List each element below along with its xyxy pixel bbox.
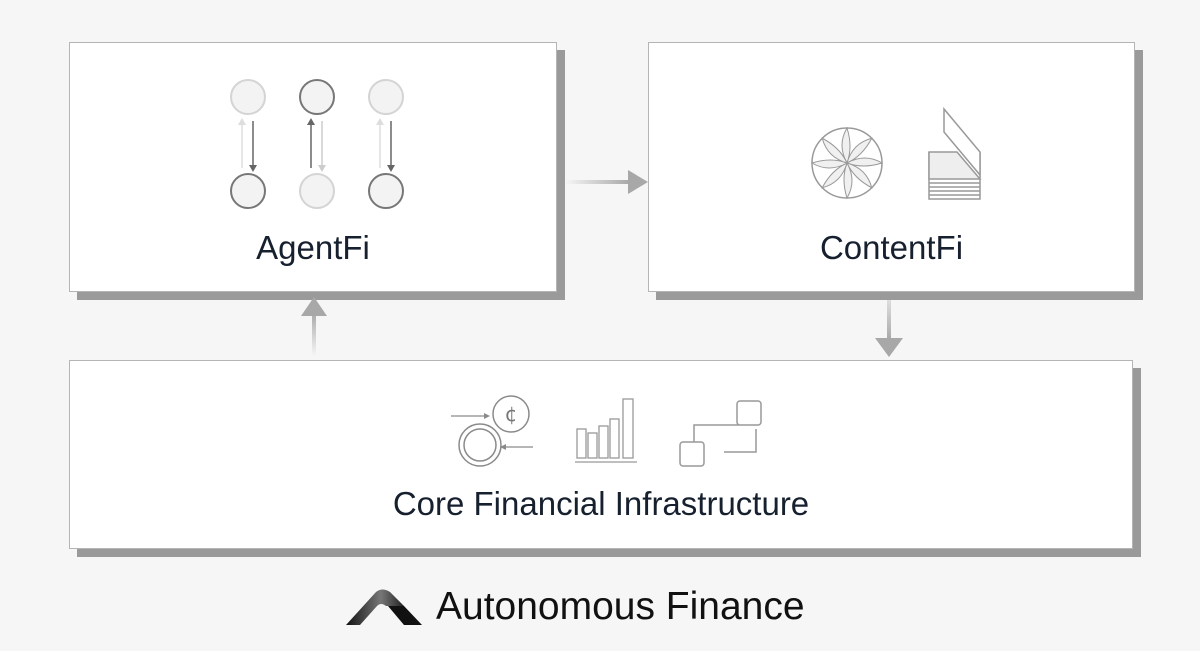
agent-nodes-icon (230, 79, 404, 209)
arrow-core-to-agentfi (312, 312, 316, 356)
brand-name: Autonomous Finance (436, 585, 805, 628)
pinwheel-icon (811, 126, 883, 199)
network-connection-icon (679, 400, 762, 467)
currency-exchange-icon: ¢ (451, 395, 533, 467)
agentfi-label: AgentFi (256, 229, 370, 266)
bar-chart-icon (575, 398, 637, 463)
autonomous-finance-logo-icon (346, 589, 422, 625)
contentfi-label: ContentFi (819, 229, 964, 266)
contentfi-box: ContentFi (648, 42, 1135, 292)
document-stack-icon (928, 106, 982, 200)
core-box: ¢ Core Financial Infrastructure (69, 360, 1133, 549)
svg-text:¢: ¢ (505, 402, 518, 426)
agentfi-box: AgentFi (69, 42, 557, 292)
arrow-contentfi-to-core (887, 300, 891, 340)
core-label: Core Financial Infrastructure (392, 485, 810, 522)
